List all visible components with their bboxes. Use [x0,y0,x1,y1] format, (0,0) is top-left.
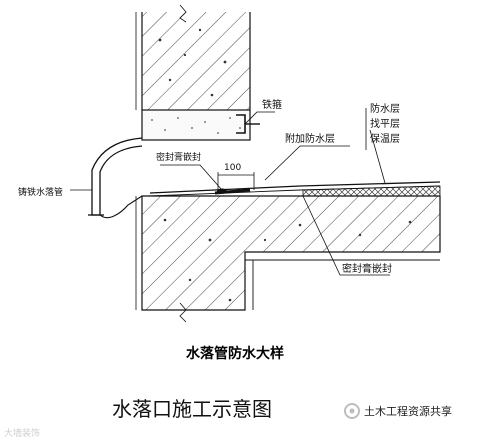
badge-text: 土木工程资源共享 [364,404,452,418]
label-sealant-bottom: 密封膏嵌封 [342,262,392,275]
leaders [70,108,390,276]
label-dim-100: 100 [224,163,241,173]
watermark: 大墙装饰 [4,427,40,439]
roof-layers [149,181,441,197]
main-title: 水落口施工示意图 [112,397,272,421]
label-additional-waterproof: 附加防水层 [285,132,335,145]
wechat-official-account-icon [344,403,360,419]
label-waterproof-layer: 防水层 [370,102,400,115]
label-cast-iron-pipe: 铸铁水落管 [18,186,63,198]
cast-iron-downpipe [88,137,143,219]
upper-wall [135,4,251,110]
label-sealant-top: 密封膏嵌封 [156,151,201,163]
detail-title: 水落管防水大样 [186,345,284,362]
label-iron-hoop: 铁箍 [262,98,282,111]
label-leveling-layer: 找平层 [370,117,400,130]
iron-hoop-block [141,109,260,141]
label-insulation-layer: 保温层 [370,132,400,145]
roof-slab [135,195,441,323]
account-badge: 土木工程资源共享 [344,403,452,419]
